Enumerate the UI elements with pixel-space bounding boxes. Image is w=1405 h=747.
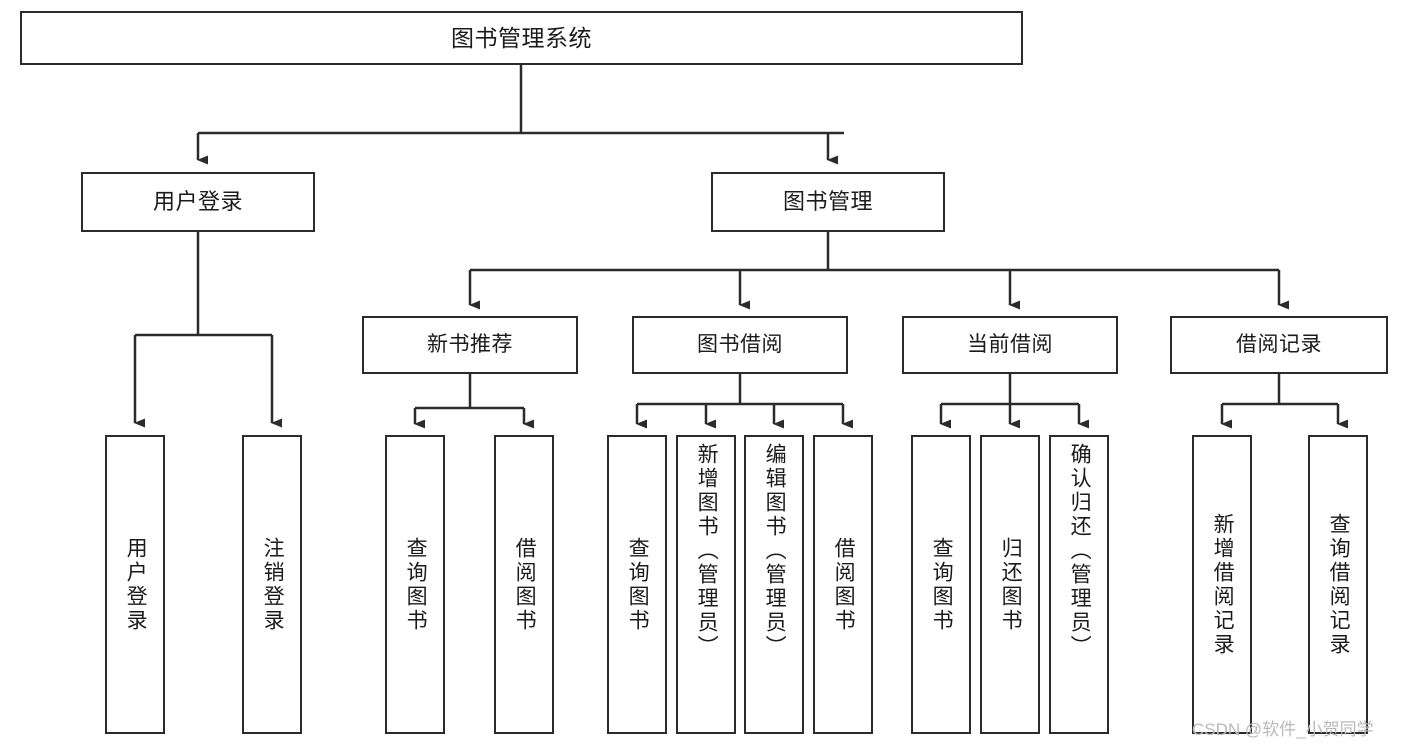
node-root[interactable]: 图书管理系统 xyxy=(20,11,1023,65)
node-leaf-query-borrow-record-label: 查询借阅记录 xyxy=(1327,512,1351,657)
node-leaf-add-borrow-record[interactable]: 新增借阅记录 xyxy=(1192,435,1252,734)
node-user-login-label: 用户登录 xyxy=(152,189,243,215)
node-leaf-borrow-book-2[interactable]: 借阅图书 xyxy=(813,435,873,734)
node-leaf-return-book[interactable]: 归还图书 xyxy=(980,435,1040,734)
node-book-manage-label: 图书管理 xyxy=(782,189,873,215)
node-leaf-edit-book-label: 编辑图书（管理员） xyxy=(763,443,787,659)
node-leaf-borrow-book-1[interactable]: 借阅图书 xyxy=(494,435,554,734)
node-leaf-user-login[interactable]: 用户登录 xyxy=(105,435,165,734)
node-leaf-query-borrow-record[interactable]: 查询借阅记录 xyxy=(1308,435,1368,734)
node-leaf-add-borrow-record-label: 新增借阅记录 xyxy=(1211,512,1235,657)
node-leaf-logout-login[interactable]: 注销登录 xyxy=(242,435,302,734)
node-leaf-return-book-label: 归还图书 xyxy=(999,536,1023,633)
node-book-borrow[interactable]: 图书借阅 xyxy=(632,316,848,374)
node-leaf-query-book-2[interactable]: 查询图书 xyxy=(607,435,667,734)
node-book-borrow-label: 图书借阅 xyxy=(697,332,783,356)
node-leaf-borrow-book-2-label: 借阅图书 xyxy=(832,536,856,633)
node-root-label: 图书管理系统 xyxy=(451,24,592,51)
node-leaf-confirm-return[interactable]: 确认归还（管理员） xyxy=(1049,435,1109,734)
node-leaf-query-book-1-label: 查询图书 xyxy=(404,536,428,633)
node-borrow-record-label: 借阅记录 xyxy=(1236,332,1322,356)
node-leaf-query-book-3[interactable]: 查询图书 xyxy=(911,435,971,734)
node-leaf-query-book-1[interactable]: 查询图书 xyxy=(385,435,445,734)
node-leaf-query-book-2-label: 查询图书 xyxy=(626,536,650,633)
csdn-watermark: CSDN @软件_小贺同学 xyxy=(1192,720,1374,739)
node-user-login[interactable]: 用户登录 xyxy=(81,172,315,232)
node-leaf-logout-login-label: 注销登录 xyxy=(261,536,285,633)
node-leaf-borrow-book-1-label: 借阅图书 xyxy=(513,536,537,633)
node-leaf-edit-book[interactable]: 编辑图书（管理员） xyxy=(744,435,804,734)
node-new-book-recommend[interactable]: 新书推荐 xyxy=(362,316,578,374)
node-book-manage[interactable]: 图书管理 xyxy=(711,172,945,232)
node-leaf-user-login-label: 用户登录 xyxy=(124,536,148,633)
node-leaf-add-book-label: 新增图书（管理员） xyxy=(695,443,719,659)
node-leaf-confirm-return-label: 确认归还（管理员） xyxy=(1068,443,1092,659)
node-borrow-record[interactable]: 借阅记录 xyxy=(1170,316,1388,374)
node-leaf-query-book-3-label: 查询图书 xyxy=(930,536,954,633)
node-new-book-recommend-label: 新书推荐 xyxy=(427,332,513,356)
node-current-borrow-label: 当前借阅 xyxy=(967,332,1053,356)
node-leaf-add-book[interactable]: 新增图书（管理员） xyxy=(676,435,736,734)
node-current-borrow[interactable]: 当前借阅 xyxy=(902,316,1118,374)
